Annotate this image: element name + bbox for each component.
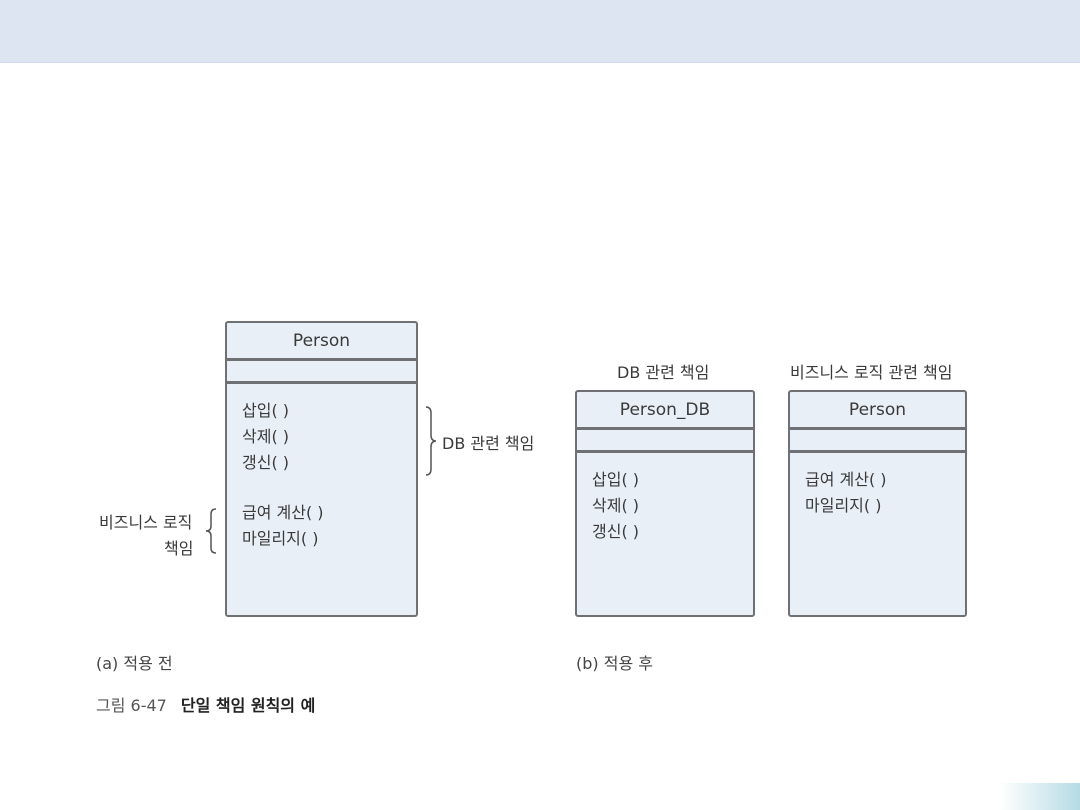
method-insert: 삽입( )	[592, 470, 640, 489]
figure-caption: 그림 6-47 단일 책임 원칙의 예	[96, 692, 315, 716]
method-mileage: 마일리지( )	[242, 529, 319, 548]
header-band	[0, 0, 1080, 63]
class-attributes	[227, 361, 416, 384]
method-update: 갱신( )	[242, 453, 290, 472]
class-person-db: Person_DB 삽입( ) 삭제( ) 갱신( )	[575, 390, 755, 617]
method-insert: 삽입( )	[242, 401, 290, 420]
class-methods: 급여 계산( ) 마일리지( )	[790, 453, 965, 519]
method-salary: 급여 계산( )	[805, 470, 887, 489]
db-responsibility-label: DB 관련 책임	[442, 434, 535, 453]
class-methods: 삽입( ) 삭제( ) 갱신( )	[577, 453, 753, 545]
right-brace-icon	[425, 406, 437, 476]
corner-gradient-decoration	[1000, 783, 1080, 810]
db-class-heading: DB 관련 책임	[617, 363, 710, 382]
class-methods: 삽입( ) 삭제( ) 갱신( ) 급여 계산( ) 마일리지( )	[227, 384, 416, 552]
class-name: Person	[790, 392, 965, 430]
class-attributes	[577, 430, 753, 453]
class-name: Person_DB	[577, 392, 753, 430]
biz-responsibility-label-line1: 비즈니스 로직	[99, 513, 193, 532]
caption-after: (b) 적용 후	[576, 654, 653, 673]
left-brace-icon	[205, 508, 217, 554]
biz-responsibility-label-line2: 책임	[164, 539, 194, 558]
class-person-after: Person 급여 계산( ) 마일리지( )	[788, 390, 967, 617]
method-mileage: 마일리지( )	[805, 496, 882, 515]
class-name: Person	[227, 323, 416, 361]
method-delete: 삭제( )	[592, 496, 640, 515]
method-delete: 삭제( )	[242, 427, 290, 446]
biz-class-heading: 비즈니스 로직 관련 책임	[790, 363, 953, 382]
caption-before: (a) 적용 전	[96, 654, 173, 673]
class-attributes	[790, 430, 965, 453]
figure-title: 단일 책임 원칙의 예	[180, 696, 316, 715]
method-salary: 급여 계산( )	[242, 503, 324, 522]
method-update: 갱신( )	[592, 522, 640, 541]
class-person-before: Person 삽입( ) 삭제( ) 갱신( ) 급여 계산( ) 마일리지( …	[225, 321, 418, 617]
figure-number: 그림 6-47	[96, 696, 167, 715]
